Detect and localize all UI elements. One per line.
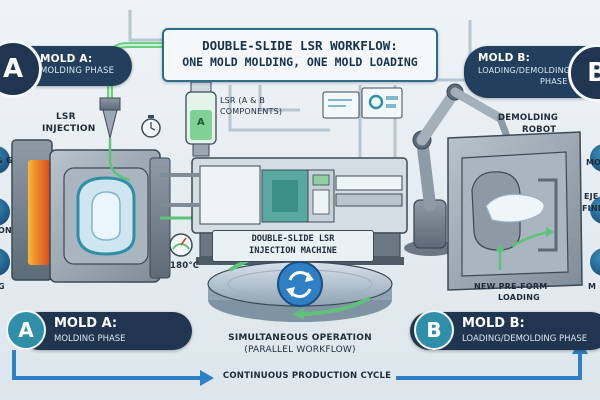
machine-label-2: INJECTION MACHINE — [249, 246, 337, 256]
mold-a-bottom-title: MOLD A: — [54, 316, 118, 331]
parallel-workflow-label: (PARALLEL WORKFLOW) — [244, 345, 356, 355]
lsr-injection-label-1: LSR — [56, 112, 76, 122]
machine-name-plate: DOUBLE-SLIDE LSR INJECTION MACHINE — [212, 230, 374, 262]
title-line-2: ONE MOLD MOLDING, ONE MOLD LOADING — [182, 55, 418, 69]
sync-cycle-icon — [277, 261, 323, 307]
lsr-cartridge — [185, 81, 217, 157]
mold-b-side-label-3: FINI — [582, 204, 600, 213]
mold-b-side-label-2: EJE — [584, 192, 599, 201]
new-preform-label-1: NEW PRE-FORM — [474, 282, 548, 291]
mold-a-bottom-badge: A — [6, 310, 46, 350]
mold-b-side-label-1: MO — [586, 158, 600, 167]
mold-b-tool — [447, 131, 583, 291]
lsr-components-label-2: COMPONENTS) — [220, 107, 283, 116]
demolding-robot-label-2: ROBOT — [522, 125, 557, 135]
lsr-injection-label-2: INJECTION — [42, 124, 96, 134]
continuous-cycle-arrow — [12, 340, 588, 386]
temperature-gauge-icon — [169, 233, 193, 257]
mold-b-top-label-2: LOADING/DEMOLDING — [478, 66, 571, 75]
temperature-label: 180°C — [170, 261, 200, 271]
mold-a-side-label-2: ON — [0, 226, 12, 235]
side-step-icons — [0, 144, 600, 276]
mold-b-top-label-3: PHASE — [540, 77, 568, 86]
mold-a-side-label-3: G — [0, 282, 5, 291]
title-line-1: DOUBLE-SLIDE LSR WORKFLOW: — [202, 38, 398, 53]
mold-b-side-label-4: M — [588, 282, 597, 291]
mold-a-top-label-2: MOLDING PHASE — [40, 66, 115, 76]
mold-b-bottom-badge: B — [414, 310, 454, 350]
lsr-components-label-1: LSR (A & B — [220, 96, 266, 105]
timer-icon — [141, 115, 161, 138]
mold-a-side-label-1: & G — [0, 156, 13, 165]
monitor-screens — [322, 87, 403, 119]
title-box: DOUBLE-SLIDE LSR WORKFLOW: ONE MOLD MOLD… — [162, 28, 438, 82]
simultaneous-operation-label: SIMULTANEOUS OPERATION — [228, 333, 372, 343]
injection-nozzle — [99, 97, 121, 139]
mold-b-bottom-title: MOLD B: — [462, 316, 525, 331]
cartridge-mark: A — [197, 117, 205, 128]
mold-a-bottom-sub: MOLDING PHASE — [54, 334, 126, 344]
mold-a-top-label-1: MOLD A: — [40, 53, 93, 65]
mold-a-tool — [11, 138, 196, 283]
mold-a-top-badge: A — [0, 40, 42, 98]
demolding-robot-label-1: DEMOLDING — [498, 113, 559, 123]
machine-label-1: DOUBLE-SLIDE LSR — [251, 234, 335, 244]
heater-plate — [28, 160, 50, 265]
mold-a-bottom-banner — [20, 312, 192, 350]
mold-b-top-label-1: MOLD B: — [478, 52, 531, 64]
new-preform-label-2: LOADING — [498, 293, 540, 302]
mold-b-bottom-sub: LOADING/DEMOLDING PHASE — [462, 334, 588, 344]
continuous-cycle-label: CONTINUOUS PRODUCTION CYCLE — [222, 371, 392, 381]
